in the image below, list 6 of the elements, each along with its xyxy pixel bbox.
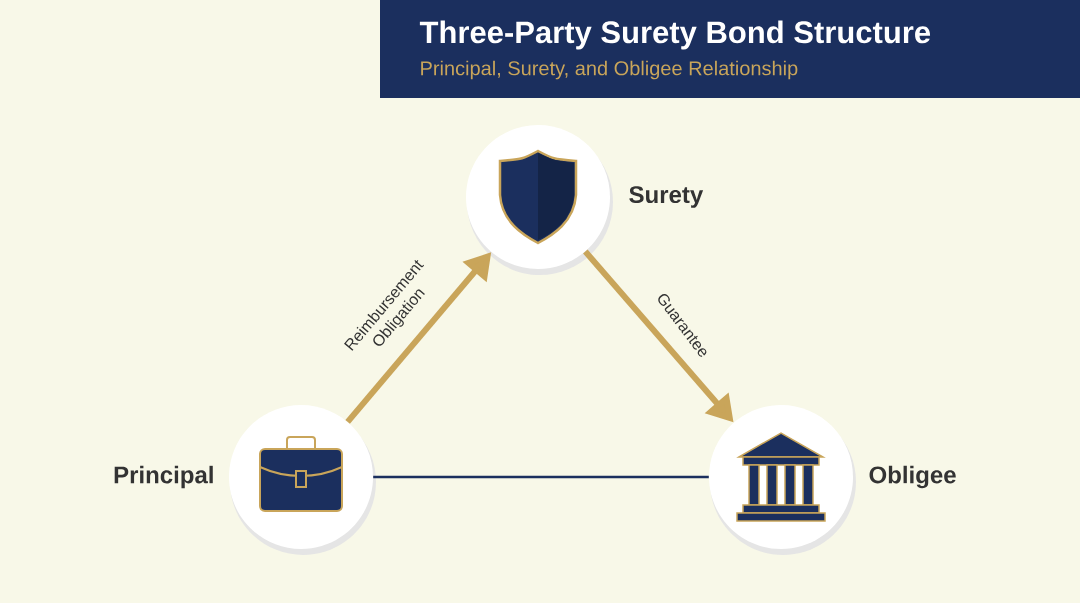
node-label: Surety: [629, 186, 704, 208]
node-label: Obligee: [869, 465, 956, 489]
connector-line: [373, 475, 709, 479]
title: Three-Party Surety Bond Structure: [419, 20, 931, 50]
subtitle: Principal, Surety, and Obligee Relationship: [421, 60, 798, 80]
node-label: Principal: [114, 465, 213, 489]
